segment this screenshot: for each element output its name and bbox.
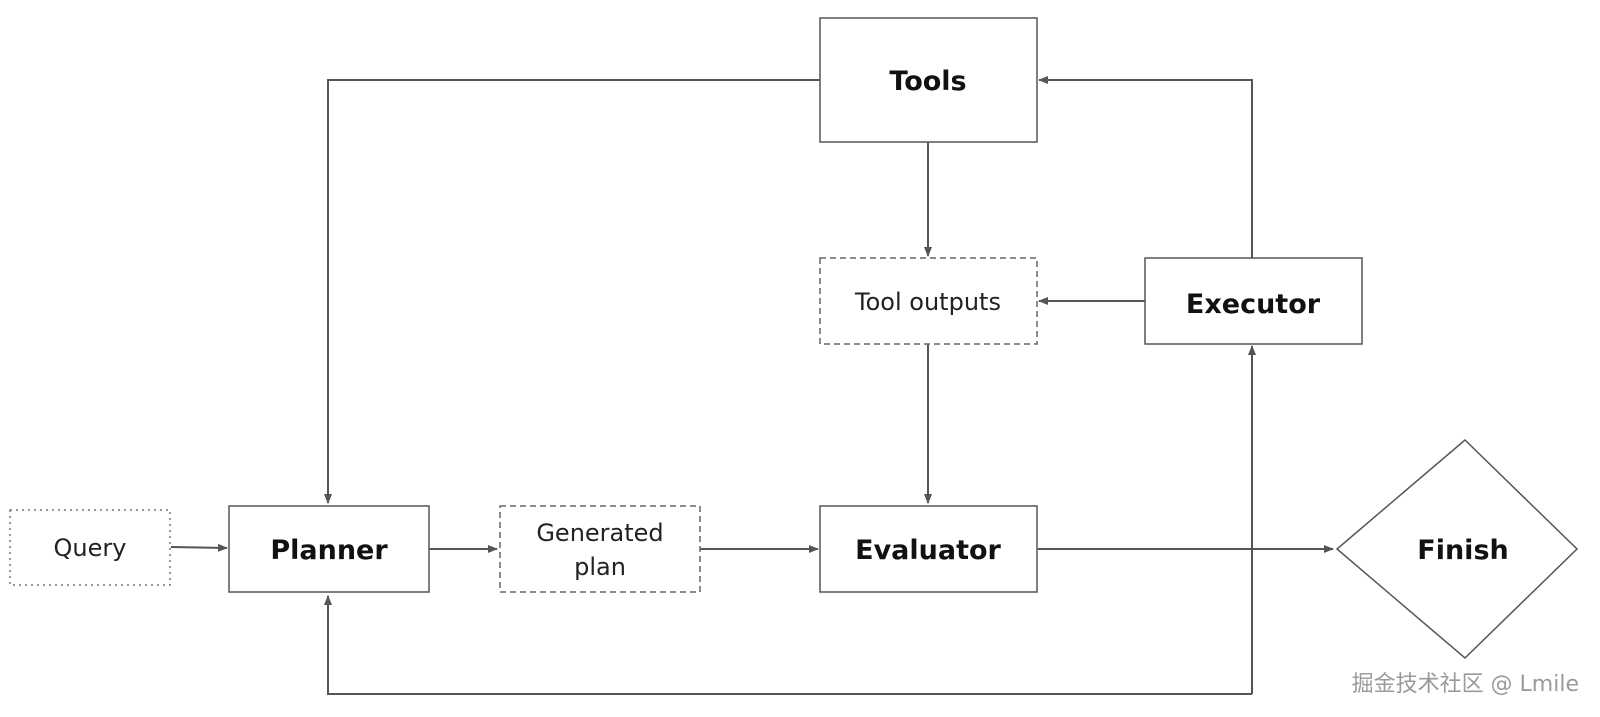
node-executor: Executor — [1144, 257, 1363, 345]
node-evaluator-box — [819, 505, 1038, 593]
node-planner-label: Planner — [270, 535, 388, 566]
node-tools: Tools — [819, 17, 1038, 143]
node-tool-outputs-label: Tool outputs — [854, 288, 1001, 316]
node-generated-plan-box — [499, 505, 701, 593]
node-generated-plan: Generated plan — [499, 505, 701, 593]
node-tools-label: Tools — [889, 66, 966, 97]
node-finish: Finish — [1335, 438, 1579, 660]
node-query-box — [9, 509, 171, 586]
watermark-text: 掘金技术社区 @ Lmile — [1352, 672, 1579, 697]
edge-query-to-planner — [170, 543, 228, 552]
node-tool-outputs: Tool outputs — [819, 257, 1038, 345]
node-query: Query — [9, 509, 171, 586]
node-query-label: Query — [54, 534, 127, 562]
node-tool-outputs-box — [819, 257, 1038, 345]
edge-executor-to-tools — [1038, 76, 1253, 258]
node-generated-plan-label-line2: plan — [574, 553, 626, 581]
node-planner: Planner — [228, 505, 430, 593]
node-planner-box — [228, 505, 430, 593]
node-finish-label: Finish — [1417, 535, 1508, 566]
node-executor-label: Executor — [1186, 289, 1321, 320]
node-evaluator-label: Evaluator — [855, 535, 1001, 566]
node-finish-diamond — [1335, 438, 1579, 660]
node-tools-box — [819, 17, 1038, 143]
edge-tools-to-planner — [324, 79, 820, 504]
node-evaluator: Evaluator — [819, 505, 1038, 593]
node-generated-plan-label-line1: Generated — [536, 519, 663, 547]
edge-bottom-loop-to-planner — [324, 595, 1252, 695]
node-executor-box — [1144, 257, 1363, 345]
